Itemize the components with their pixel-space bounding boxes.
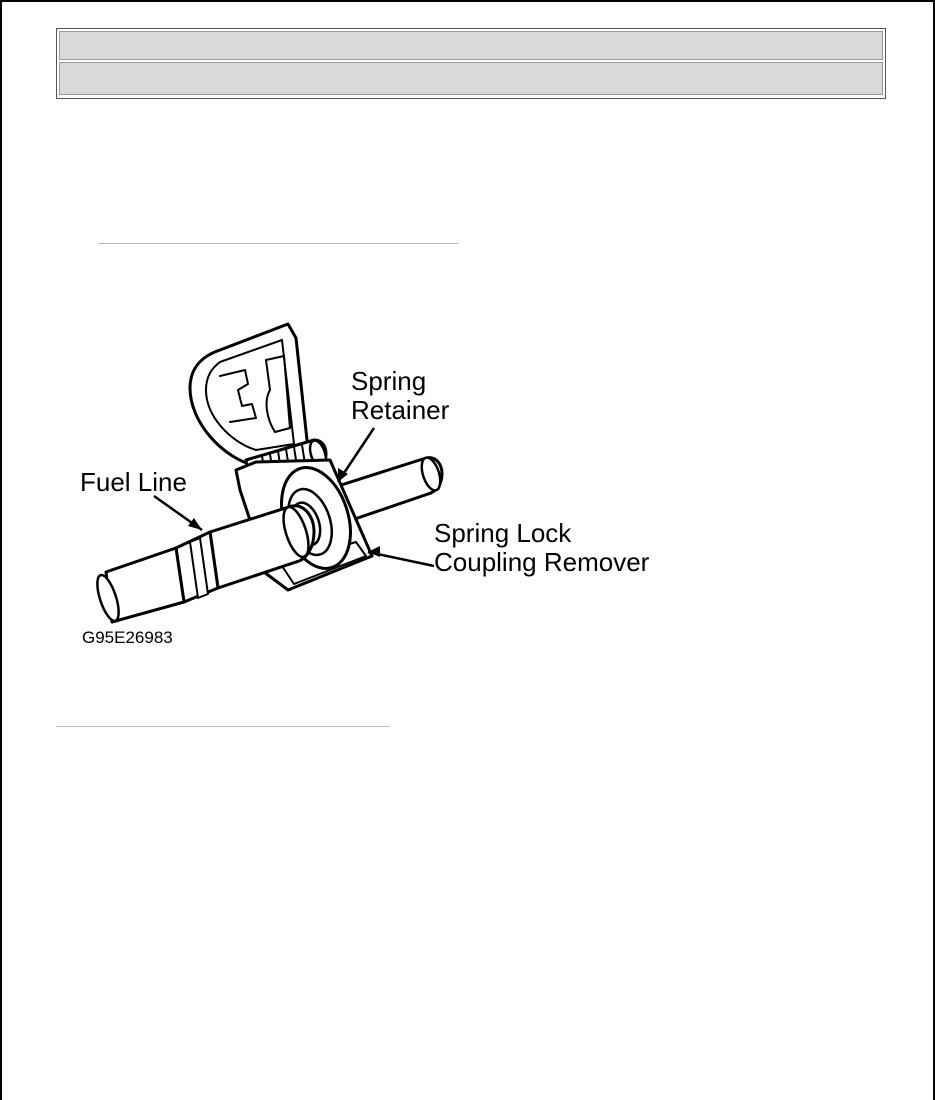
label-remover-line2: Coupling Remover [434, 547, 650, 577]
page-header [56, 28, 886, 99]
figure-id: G95E26983 [82, 628, 173, 647]
divider-top [98, 243, 458, 244]
header-subtitle-bar [59, 62, 883, 95]
divider-bottom [56, 726, 390, 727]
label-remover-line1: Spring Lock [434, 518, 572, 548]
header-title-bar [59, 31, 883, 60]
label-fuel-line: Fuel Line [80, 467, 187, 497]
coupling-illustration [96, 322, 444, 624]
label-spring-retainer-line1: Spring [351, 366, 427, 396]
label-spring-retainer-line2: Retainer [351, 395, 450, 425]
fuel-line-right [336, 456, 444, 524]
spring-lock-coupling-figure: Spring Retainer Fuel Line Spring Lock Co… [70, 310, 690, 670]
